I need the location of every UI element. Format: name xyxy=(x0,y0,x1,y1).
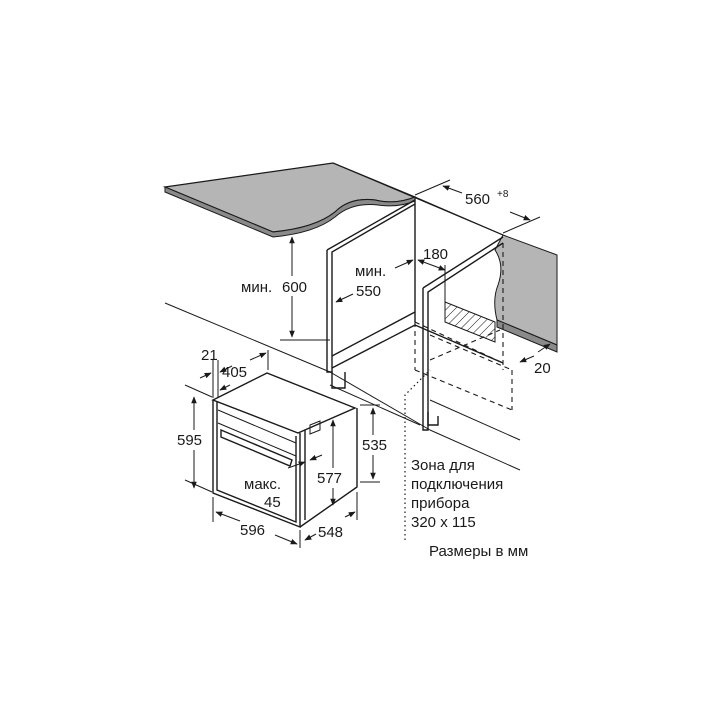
oven-21-label: 21 xyxy=(201,347,218,364)
dimension-548-arrow xyxy=(304,533,317,541)
right-cabinet xyxy=(422,236,504,431)
floor-lines xyxy=(164,302,521,493)
gap-180-label: 180 xyxy=(423,246,448,263)
oven-577-label: 577 xyxy=(317,470,342,487)
min-depth-value: 550 xyxy=(356,283,381,300)
oven-535-label: 535 xyxy=(362,437,387,454)
oven-595-label: 595 xyxy=(177,432,202,449)
min-height-prefix: мин. xyxy=(241,279,272,296)
dimension-560 xyxy=(414,179,541,234)
dimension-45-arrow-2 xyxy=(309,454,323,461)
dimension-550-arrow-top xyxy=(394,259,414,269)
dimension-548-arrow-2 xyxy=(344,511,356,518)
zone-line-3: прибора xyxy=(411,495,470,512)
connection-zone xyxy=(444,301,496,343)
min-depth-prefix: мин. xyxy=(355,263,386,280)
max-prefix: макс. xyxy=(244,476,281,493)
dimension-20-arrow-bottom xyxy=(519,355,535,363)
niche-width-label: 560 xyxy=(465,191,490,208)
label-bg xyxy=(360,435,394,455)
offset-20-label: 20 xyxy=(534,360,551,377)
label-bg xyxy=(315,468,351,488)
oven-548-label: 548 xyxy=(318,524,343,541)
oven xyxy=(211,372,358,529)
dimension-405-arrow xyxy=(249,352,267,361)
label-bg xyxy=(236,276,320,296)
min-height-value: 600 xyxy=(282,279,307,296)
zone-line-4: 320 x 115 xyxy=(411,514,476,531)
dimension-550-arrow-bottom xyxy=(335,293,354,303)
oven-405-label: 405 xyxy=(222,364,247,381)
dimension-596-arrow xyxy=(215,511,241,522)
dimension-21-arrow-2 xyxy=(219,365,233,373)
dimension-45-arrow xyxy=(287,461,306,469)
dimension-180-arrow xyxy=(417,259,446,271)
zone-line-2: подключения xyxy=(411,476,503,493)
niche-width-tolerance: +8 xyxy=(497,189,509,200)
dimension-20-arrow-top xyxy=(537,343,551,353)
oven-596-label: 596 xyxy=(240,522,265,539)
dimension-596-arrow-2 xyxy=(274,534,298,545)
dimension-21-arrow xyxy=(199,372,212,379)
max-value: 45 xyxy=(264,494,281,511)
right-countertop xyxy=(494,234,558,353)
connection-zone-note: Зона для подключения прибора 320 x 115 xyxy=(411,457,503,531)
dimension-405-arrow-2 xyxy=(219,384,231,391)
units-note: Размеры в мм xyxy=(429,543,528,560)
left-countertop xyxy=(162,162,504,238)
zone-line-1: Зона для xyxy=(411,457,475,474)
label-bg xyxy=(175,430,211,450)
